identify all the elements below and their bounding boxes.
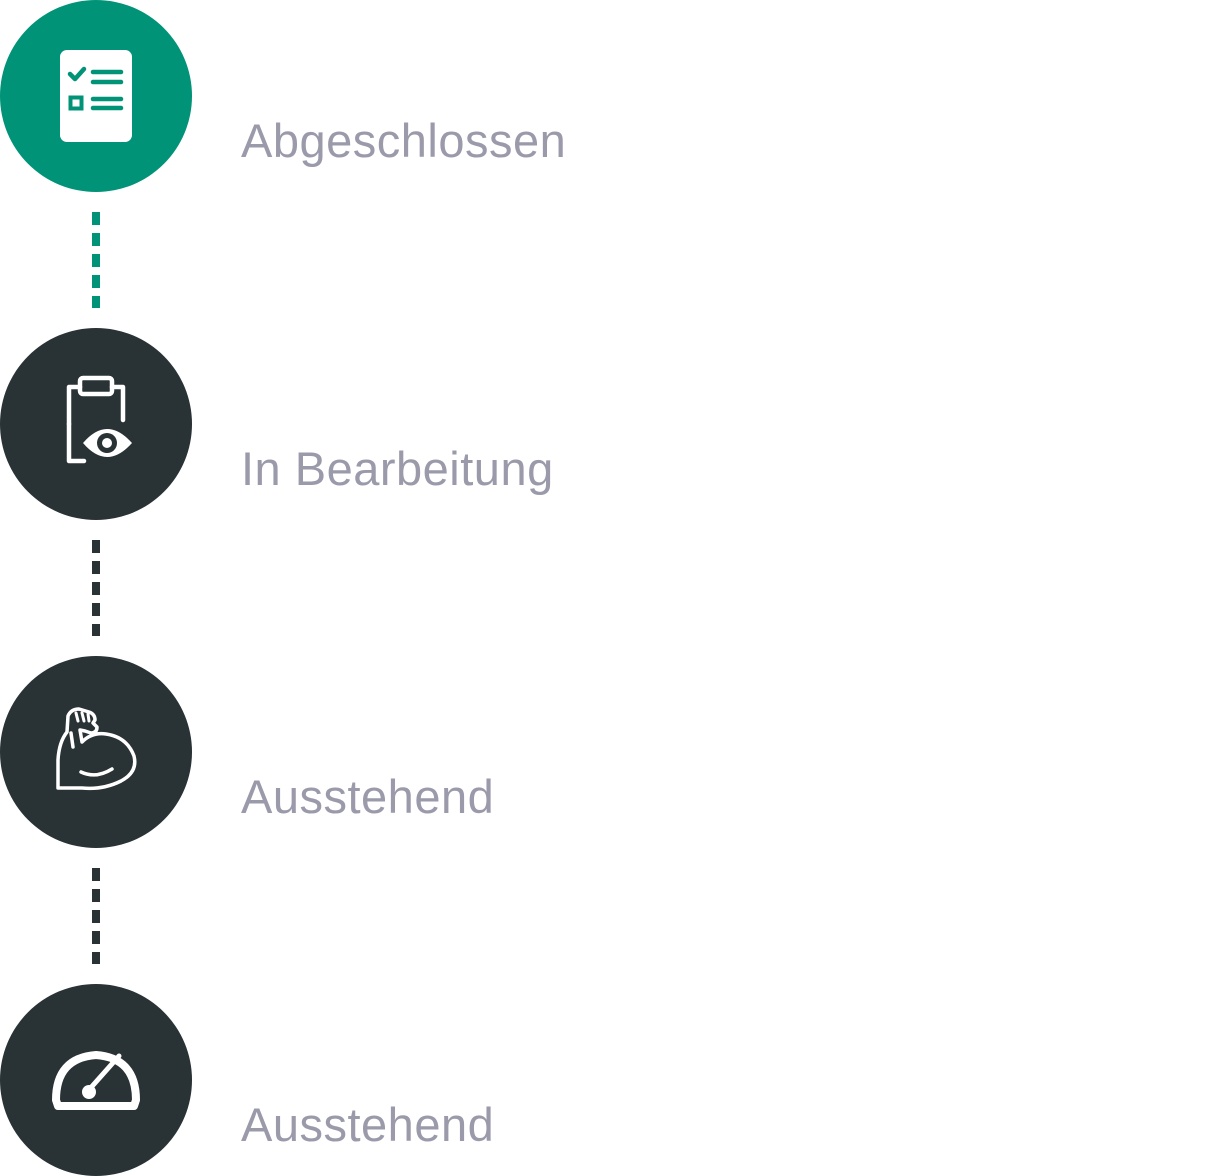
step-completed: Abgeschlossen [0,0,1228,192]
step-3-status-label: Ausstehend [241,770,495,823]
step-4-status-label: Ausstehend [241,1098,495,1151]
checklist-icon [60,50,132,142]
step-pending-2: Ausstehend [0,984,1228,1176]
step-in-progress: In Bearbeitung [0,328,1228,520]
step-connector-2 [92,540,100,636]
clipboard-eye-icon [66,375,132,464]
speedometer-icon [52,1051,140,1110]
step-pending-1: Ausstehend [0,656,1228,848]
step-4-indicator [0,984,192,1176]
step-1-indicator [0,0,192,192]
step-1-status-label: Abgeschlossen [241,114,567,167]
step-3-indicator [0,656,192,848]
step-connector-3 [92,868,100,964]
flexed-biceps-icon [56,707,137,791]
step-connector-1 [92,212,100,308]
step-2-status-label: In Bearbeitung [241,442,554,495]
step-2-indicator [0,328,192,520]
